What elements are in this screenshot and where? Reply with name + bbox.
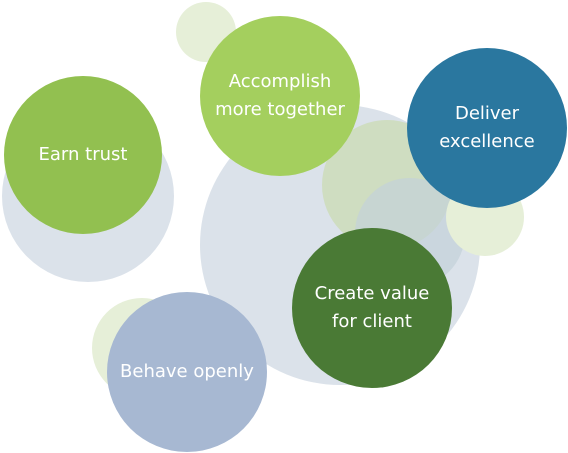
value-earn-trust: Earn trust [4, 76, 162, 234]
value-create-value: Create value for client [292, 228, 452, 388]
value-label: Accomplish more together [215, 71, 345, 120]
value-label: Earn trust [38, 144, 128, 165]
value-label: Deliver excellence [439, 103, 535, 152]
value-accomplish-together: Accomplish more together [200, 16, 360, 176]
value-behave-openly: Behave openly [107, 292, 267, 452]
value-label: Create value for client [314, 283, 430, 332]
value-label: Behave openly [120, 361, 254, 382]
value-deliver-excellence: Deliver excellence [407, 48, 567, 208]
